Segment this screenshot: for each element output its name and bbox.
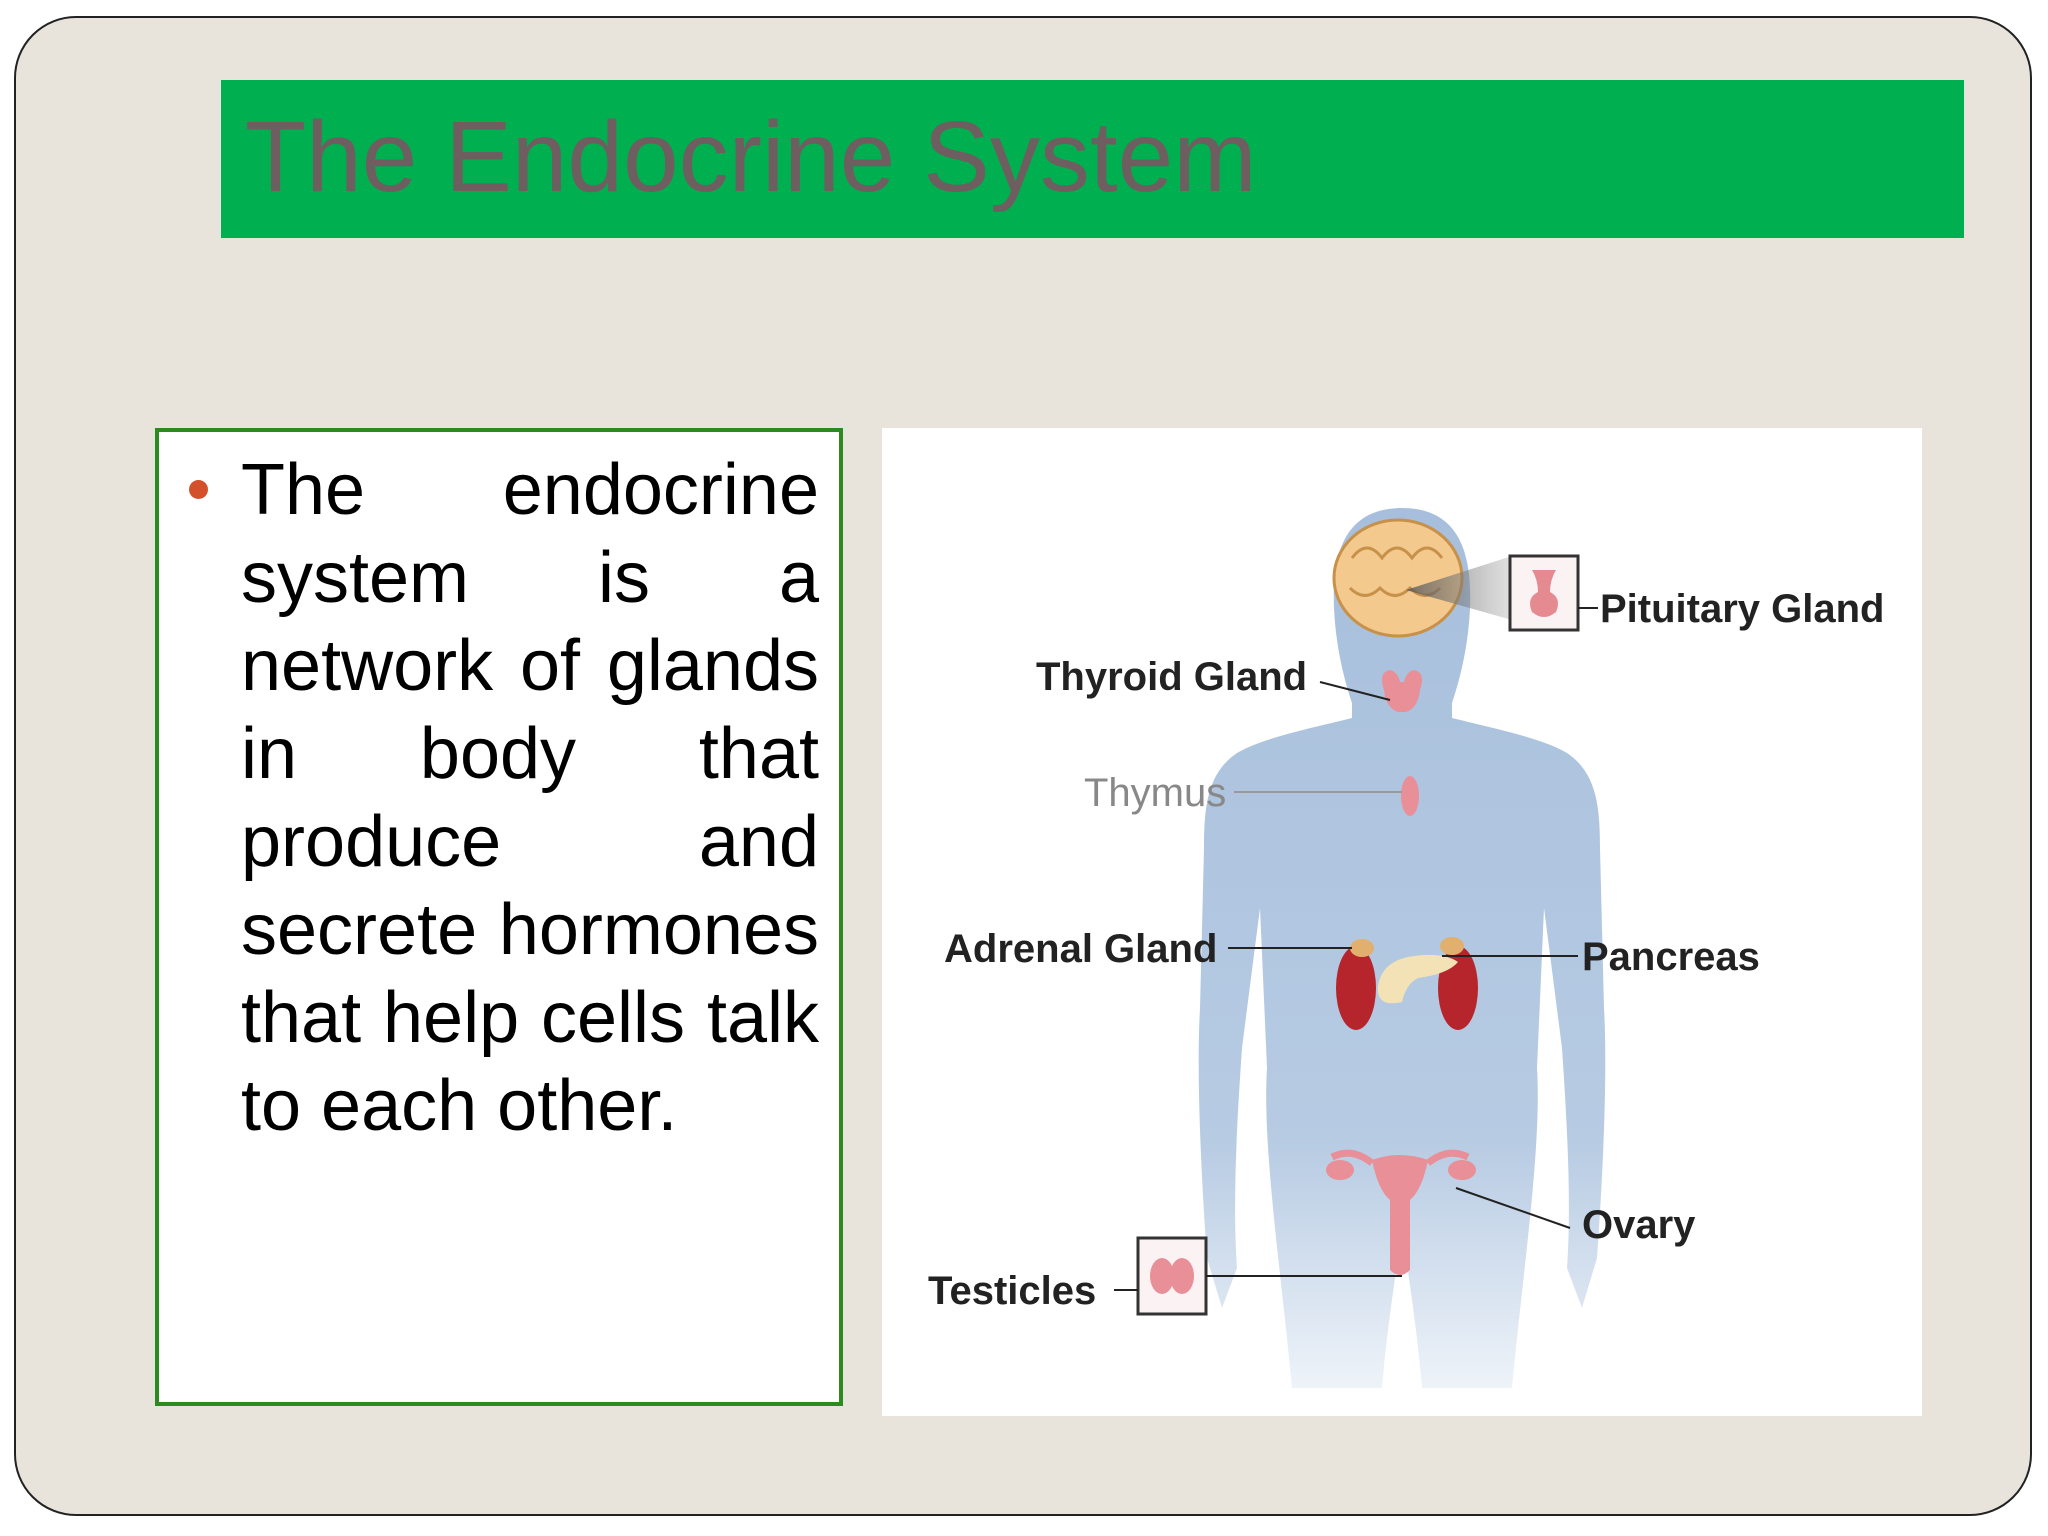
left-adrenal-gland-icon: [1350, 939, 1374, 957]
bullet-icon: [189, 480, 208, 499]
body-silhouette: [1198, 508, 1606, 1388]
right-ovary-icon: [1448, 1160, 1476, 1180]
endocrine-diagram-svg: Pituitary Gland Thyroid Gland Thymus Adr…: [928, 508, 1885, 1388]
brain-icon: [1332, 518, 1464, 638]
uterus-icon: [1372, 1155, 1428, 1275]
left-kidney-icon: [1336, 946, 1376, 1030]
pituitary-gland-icon: [1530, 570, 1558, 617]
right-adrenal-gland-icon: [1440, 937, 1464, 955]
ovary-leader-line: [1455, 1187, 1571, 1229]
left-testicle-icon: [1150, 1258, 1174, 1294]
label-thyroid-gland: Thyroid Gland: [1036, 655, 1307, 699]
text-box: The endocrine system is a network of gla…: [155, 428, 843, 1406]
label-testicles: Testicles: [928, 1269, 1096, 1313]
endocrine-diagram: Pituitary Gland Thyroid Gland Thymus Adr…: [882, 428, 1922, 1416]
pancreas-icon: [1377, 954, 1458, 1004]
title-bar: The Endocrine System: [221, 80, 1964, 238]
right-testicle-icon: [1170, 1258, 1194, 1294]
label-thymus: Thymus: [1084, 771, 1226, 815]
label-pancreas: Pancreas: [1582, 935, 1760, 979]
thyroid-leader-line: [1319, 681, 1391, 701]
fallopian-tubes: [1330, 1149, 1470, 1166]
thymus-icon: [1401, 776, 1419, 816]
label-pituitary-gland: Pituitary Gland: [1600, 587, 1885, 631]
label-adrenal-gland: Adrenal Gland: [944, 927, 1217, 971]
pituitary-zoom-cone: [1406, 556, 1512, 620]
slide-title: The Endocrine System: [245, 101, 1257, 213]
thyroid-gland-icon: [1382, 670, 1422, 712]
brain-folds: [1348, 546, 1444, 597]
label-ovary: Ovary: [1582, 1203, 1696, 1247]
left-ovary-icon: [1326, 1160, 1354, 1180]
bullet-text: The endocrine system is a network of gla…: [241, 450, 819, 1146]
slide: The Endocrine System The endocrine syste…: [14, 16, 2032, 1516]
